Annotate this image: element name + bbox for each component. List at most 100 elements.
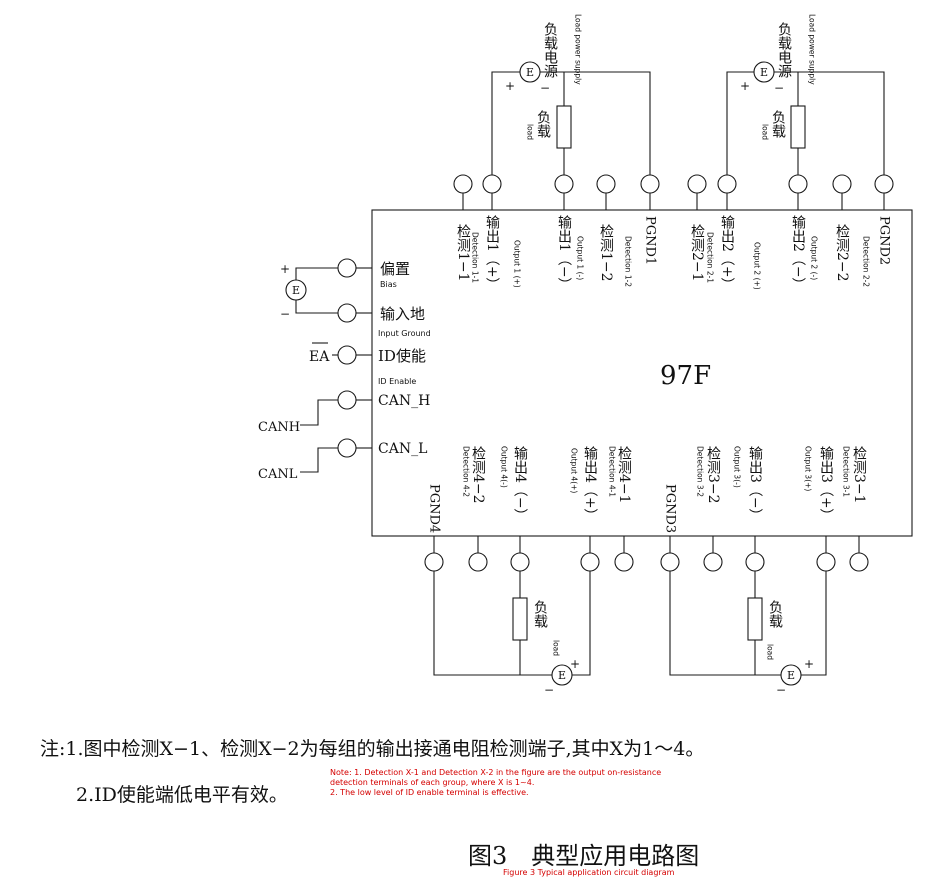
bottom-en-det3-2: Detection 3-2 <box>696 446 705 497</box>
top-label-out1-neg: 输出1（−） <box>556 215 572 292</box>
external-labels: EA CANH CANL <box>258 349 330 482</box>
left-label-input-ground: 输入地 <box>380 305 425 323</box>
load-resistor-3 <box>747 597 763 641</box>
load-label-3: 负载 <box>767 600 783 629</box>
left-label-id-enable: ID使能 <box>378 347 426 365</box>
bottom-en-out4-pos: Output 4(+) <box>570 448 579 493</box>
left-pin-labels: 偏置 输入地 ID使能 CAN_H CAN_L <box>378 260 430 457</box>
load-supply-label-2: 负载电源 <box>776 22 792 78</box>
load-en-labels: load load load load <box>526 124 775 660</box>
load-labels: 负载 负载 负载 负载 <box>532 110 786 629</box>
bottom-label-out4-pos: 输出4（+） <box>582 446 598 523</box>
load-supply-label-1: 负载电源 <box>542 22 558 78</box>
bias-minus: − <box>280 307 290 321</box>
top-en-out2-pos: Output 2 (+) <box>753 242 762 290</box>
source-1-minus: − <box>540 81 550 95</box>
bottom-en-labels: Detection 4-2 Output 4(-) Output 4(+) De… <box>462 446 851 497</box>
bottom-pin-labels: PGND4 检测4−2 输出4（−） 输出4（+） 检测4−1 PGND3 检测… <box>427 446 868 533</box>
source-4-plus: + <box>570 657 580 671</box>
bottom-label-out3-neg: 输出3（−） <box>747 446 763 523</box>
left-en-input-ground: Input Ground <box>378 329 431 338</box>
bottom-label-pgnd3: PGND3 <box>663 484 678 533</box>
left-pins-wiring <box>285 258 372 473</box>
bottom-label-out4-neg: 输出4（−） <box>512 446 528 523</box>
figure-caption: 图3 典型应用电路图 <box>468 842 700 870</box>
bias-source-e: E <box>292 284 300 297</box>
source-4-e: E <box>558 669 566 682</box>
canl-label: CANL <box>258 467 298 482</box>
left-label-can-h: CAN_H <box>378 393 430 409</box>
source-3-minus: − <box>776 683 786 697</box>
load-resistor-1 <box>556 105 572 149</box>
bottom-label-det3-2: 检测3−2 <box>705 446 721 504</box>
note-en-2: detection terminals of each group, where… <box>330 778 535 787</box>
load-en-2: load <box>761 124 770 140</box>
source-2-minus: − <box>774 81 784 95</box>
bottom-en-out3-neg: Output 3(-) <box>733 446 742 488</box>
top-label-out2-pos: 输出2（+） <box>719 215 735 292</box>
top-en-det1-1: Detection 1-1 <box>471 232 480 283</box>
load-supply-en-labels: Load power supply Load power supply <box>574 14 817 85</box>
load-en-3: load <box>766 644 775 660</box>
top-label-out1-pos: 输出1（+） <box>484 215 500 292</box>
top-pin-labels: 检测1−1 输出1（+） 输出1（−） 检测1−2 PGND1 检测2−1 输出… <box>455 215 892 292</box>
top-en-det2-1: Detection 2-1 <box>706 232 715 283</box>
note-en-1: Note: 1. Detection X-1 and Detection X-2… <box>330 768 662 777</box>
note-en-block: Note: 1. Detection X-1 and Detection X-2… <box>330 768 661 798</box>
bottom-label-det4-1: 检测4−1 <box>616 446 632 504</box>
source-1-e: E <box>526 66 534 79</box>
bottom-group-4-wiring <box>424 536 634 686</box>
bottom-label-det4-2: 检测4−2 <box>470 446 486 504</box>
top-label-out2-neg: 输出2（−） <box>790 215 806 292</box>
note-en-3: 2. The low level of ID enable terminal i… <box>330 788 529 797</box>
source-1-plus: + <box>505 79 515 93</box>
canh-label: CANH <box>258 420 300 435</box>
bias-plus: + <box>280 262 290 276</box>
bottom-en-out3-pos: Output 3(+) <box>804 446 813 491</box>
left-en-id-enable: ID Enable <box>378 377 416 386</box>
source-2-plus: + <box>740 79 750 93</box>
top-label-pgnd1: PGND1 <box>643 216 658 265</box>
top-en-out2-neg: Output 2 (-) <box>810 236 819 280</box>
source-3-plus: + <box>804 657 814 671</box>
left-en-bias: Bias <box>380 280 397 289</box>
left-label-bias: 偏置 <box>380 260 410 278</box>
top-label-det2-1: 检测2−1 <box>689 224 705 282</box>
bottom-en-det3-1: Detection 3-1 <box>842 446 851 497</box>
top-en-det1-2: Detection 1-2 <box>624 236 633 287</box>
load-label-4: 负载 <box>532 600 548 629</box>
load-label-1: 负载 <box>535 110 551 139</box>
top-en-out1-neg: Output 1 (-) <box>576 236 585 280</box>
source-3-e: E <box>787 669 795 682</box>
source-symbols: E E E E E <box>292 66 795 682</box>
source-4-minus: − <box>544 683 554 697</box>
bottom-en-det4-1: Detection 4-1 <box>608 446 617 497</box>
bottom-label-pgnd4: PGND4 <box>427 484 442 533</box>
ea-label: EA <box>309 349 330 365</box>
top-label-pgnd2: PGND2 <box>877 216 892 265</box>
bottom-en-det4-2: Detection 4-2 <box>462 446 471 497</box>
source-2-e: E <box>760 66 768 79</box>
chip-label: 97F <box>660 361 711 391</box>
note-line-2: 2.ID使能端低电平有效。 <box>76 784 288 806</box>
top-label-det1-1: 检测1−1 <box>455 224 471 282</box>
load-en-1: load <box>526 124 535 140</box>
top-label-det1-2: 检测1−2 <box>598 224 614 282</box>
top-en-labels: Detection 1-1 Output 1 (+) Output 1 (-) … <box>471 232 871 290</box>
bottom-label-det3-1: 检测3−1 <box>851 446 867 504</box>
left-en-labels: Bias Input Ground ID Enable <box>378 280 431 386</box>
chip-body <box>371 209 913 537</box>
bottom-group-3-wiring <box>660 536 869 686</box>
load-supply-labels: 负载电源 负载电源 <box>542 22 792 78</box>
load-supply-en-2: Load power supply <box>808 14 817 85</box>
polarity-marks: + − + − + − + − + − <box>280 79 814 697</box>
top-group-2-wiring <box>687 61 894 210</box>
note-line-1: 注:1.图中检测X−1、检测X−2为每组的输出接通电阻检测端子,其中X为1～4。 <box>40 738 705 760</box>
load-resistor-4 <box>512 597 528 641</box>
top-label-det2-2: 检测2−2 <box>834 224 850 282</box>
bottom-label-out3-pos: 输出3（+） <box>818 446 834 523</box>
top-group-1-wiring <box>453 61 660 210</box>
load-en-4: load <box>552 640 561 656</box>
figure-caption-en: Figure 3 Typical application circuit dia… <box>503 868 675 877</box>
